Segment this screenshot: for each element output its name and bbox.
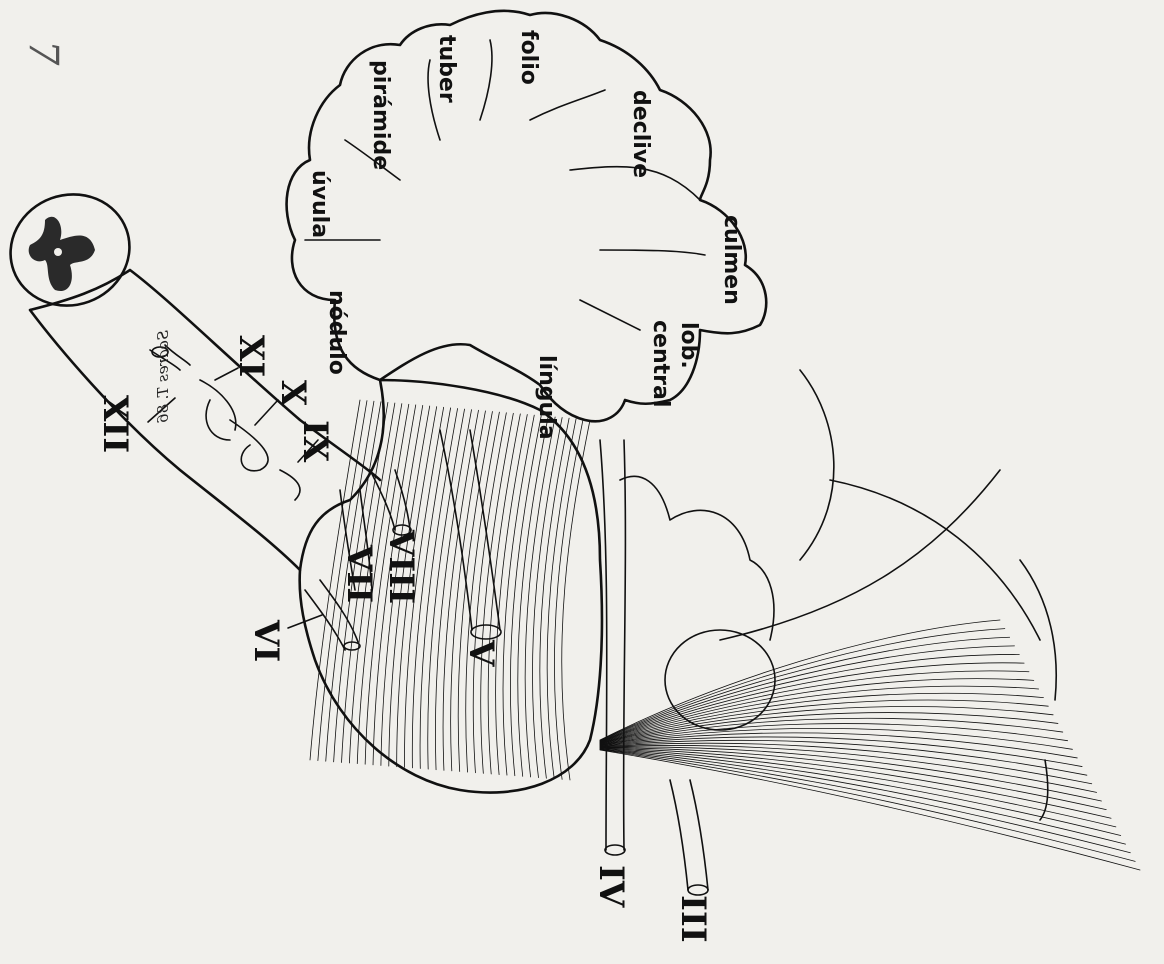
label-folio: folio: [516, 30, 541, 85]
label-nerve-viii: VIII: [381, 529, 421, 604]
divider-7: [600, 250, 705, 255]
nerve-iv-root: [600, 440, 625, 850]
label-nerve-xii: XII: [95, 395, 135, 453]
label-nerve-vi: VI: [246, 619, 286, 662]
pons-fiber-line: [540, 418, 569, 778]
corner-mark-text: 7: [20, 40, 66, 66]
pons-fiber-line: [510, 416, 541, 776]
label-tuber: tuber: [434, 35, 459, 103]
outer-arc-2: [830, 480, 1040, 640]
artist-signature: Soares T. 86: [154, 330, 172, 424]
outer-arc-1: [800, 370, 834, 560]
nerve-iv-end: [605, 845, 625, 855]
divider-1: [480, 40, 492, 120]
pons-fiber-line: [451, 411, 486, 771]
label-piramide: pirámide: [368, 60, 393, 170]
label-central: central: [648, 320, 673, 407]
label-nerve-xi: XI: [231, 335, 271, 377]
label-nerve-x: X: [273, 380, 313, 407]
label-nerve-iv: IV: [591, 865, 631, 908]
divider-5: [530, 90, 605, 120]
peduncle-fiber-line: [600, 749, 1130, 852]
divider-8: [580, 300, 640, 330]
label-nerve-vii: VII: [339, 544, 379, 603]
label-declive: declive: [628, 90, 653, 178]
pons-fiber-line: [532, 418, 562, 778]
pons-fiber-line: [488, 414, 520, 774]
pons-fiber-line: [547, 419, 576, 779]
brainstem: [0, 178, 602, 793]
label-lob: lob.: [676, 322, 701, 369]
label-lingula: língula: [534, 355, 559, 440]
central-canal: [54, 248, 62, 256]
outer-arc-4: [720, 470, 1000, 640]
nerve-labels: III IV V VI VII VIII IX X XI XII: [95, 335, 713, 943]
outer-arc-3: [1020, 560, 1056, 700]
label-nodulo: nódulo: [324, 290, 349, 375]
peduncle-fiber-line: [600, 750, 1140, 870]
label-nerve-iii: III: [673, 895, 713, 943]
corner-mark: 7: [20, 40, 66, 66]
label-nerve-ix: IX: [295, 420, 335, 463]
label-culmen: culmen: [719, 215, 744, 305]
label-uvula: úvula: [307, 170, 332, 238]
nerve-iii-end: [688, 885, 708, 895]
midbrain-arc-1: [620, 476, 774, 640]
label-nerve-v: V: [461, 639, 501, 667]
spinal-cord-section: [0, 178, 145, 322]
nerve-roots: [150, 345, 708, 895]
nerve-iii-root: [670, 780, 708, 890]
pons-fiber-line: [518, 416, 548, 776]
gray-matter: [29, 217, 95, 291]
pons-fiber-line: [420, 408, 458, 768]
pons-fiber-line: [525, 417, 555, 777]
